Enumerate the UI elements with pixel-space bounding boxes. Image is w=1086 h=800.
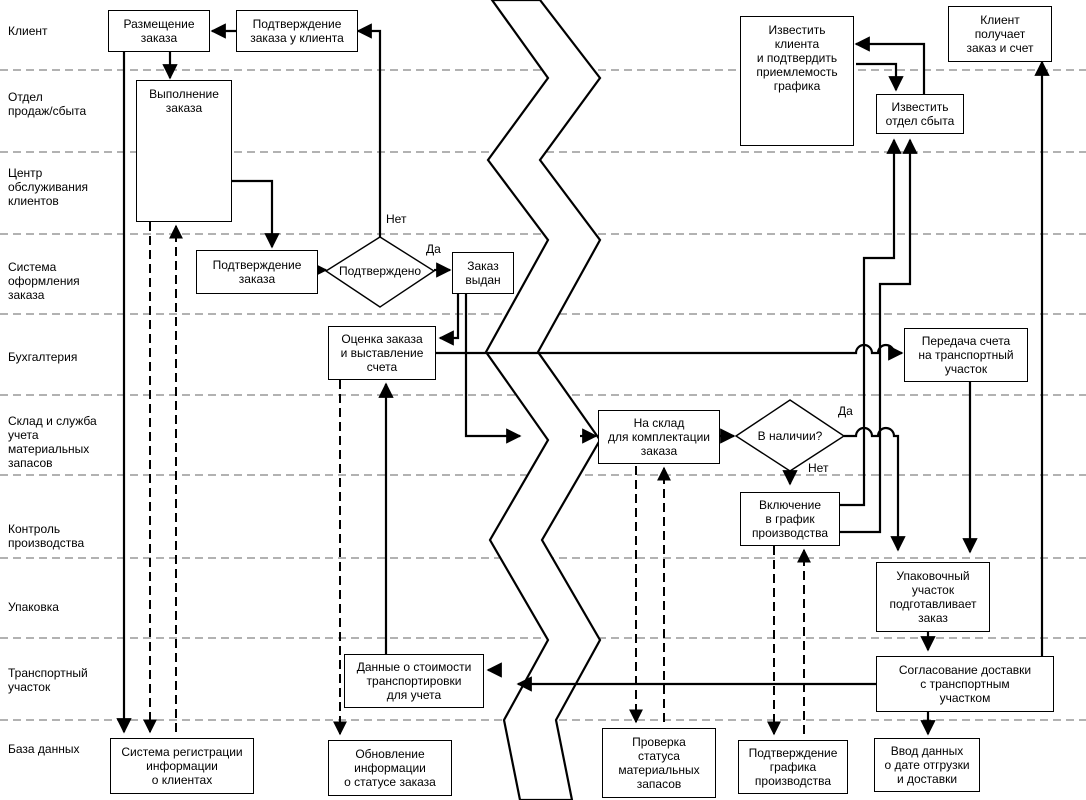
lane-label-warehouse: Склад и служба учета материальных запасо…	[8, 414, 97, 470]
decision-in-stock-diamond	[734, 399, 846, 472]
database-connectors	[143, 222, 811, 736]
lane-label-accounting: Бухгалтерия	[8, 350, 78, 364]
lane-label-database: База данных	[8, 742, 80, 756]
box-warehouse: На склад для комплектации заказа	[598, 410, 720, 464]
box-fulfill-order: Выполнение заказа	[136, 80, 232, 222]
lane-label-production-control: Контроль производства	[8, 522, 85, 550]
box-ship-date: Ввод данных о дате отгрузки и доставки	[874, 738, 980, 792]
edge-label-no-in-stock: Нет	[808, 461, 829, 475]
box-status-update: Обновление информации о статусе заказа	[328, 740, 452, 796]
box-place-order: Размещение заказа	[108, 10, 210, 52]
lane-label-packing: Упаковка	[8, 600, 59, 614]
box-packing: Упаковочный участок подготавливает заказ	[876, 562, 990, 632]
lane-label-sales: Отдел продаж/сбыта	[8, 90, 87, 118]
edge-label-yes-confirmed: Да	[426, 242, 441, 256]
box-client-receives: Клиент получает заказ и счет	[948, 6, 1052, 62]
box-inventory-check: Проверка статуса материальных запасов	[602, 728, 716, 798]
box-shipping-coordination: Согласование доставки с транспортным уча…	[876, 656, 1054, 712]
connectors	[116, 23, 1050, 736]
box-schedule: Включение в график производства	[740, 492, 840, 546]
box-crm: Система регистрации информации о клиента…	[110, 738, 254, 794]
lane-label-order-system: Система оформления заказа	[8, 260, 80, 302]
lane-label-service-center: Центр обслуживания клиентов	[8, 166, 89, 208]
edge-label-no-confirmed: Нет	[386, 212, 407, 226]
zigzag-break-band	[484, 0, 602, 800]
lane-label-transport: Транспортный участок	[8, 666, 88, 694]
box-confirm-order: Подтверждение заказа	[196, 250, 318, 294]
decision-confirmed-diamond	[324, 236, 436, 308]
decision-confirmed-label: Подтверждено	[338, 264, 422, 278]
edge-label-yes-in-stock: Да	[838, 404, 853, 418]
box-invoice-transfer: Передача счета на транспортный участок	[904, 328, 1028, 382]
box-billing: Оценка заказа и выставление счета	[328, 326, 436, 380]
box-notify-client: Известить клиента и подтвердить приемлем…	[740, 16, 854, 146]
box-notify-sales: Известить отдел сбыта	[876, 94, 964, 134]
decision-in-stock-label: В наличии?	[757, 429, 823, 443]
box-shipping-cost: Данные о стоимости транспортировки для у…	[344, 654, 484, 708]
box-order-issued: Заказ выдан	[452, 252, 514, 294]
box-schedule-confirm: Подтверждение графика производства	[738, 740, 848, 794]
box-confirm-client: Подтверждение заказа у клиента	[236, 10, 358, 52]
lane-label-client: Клиент	[8, 24, 48, 38]
